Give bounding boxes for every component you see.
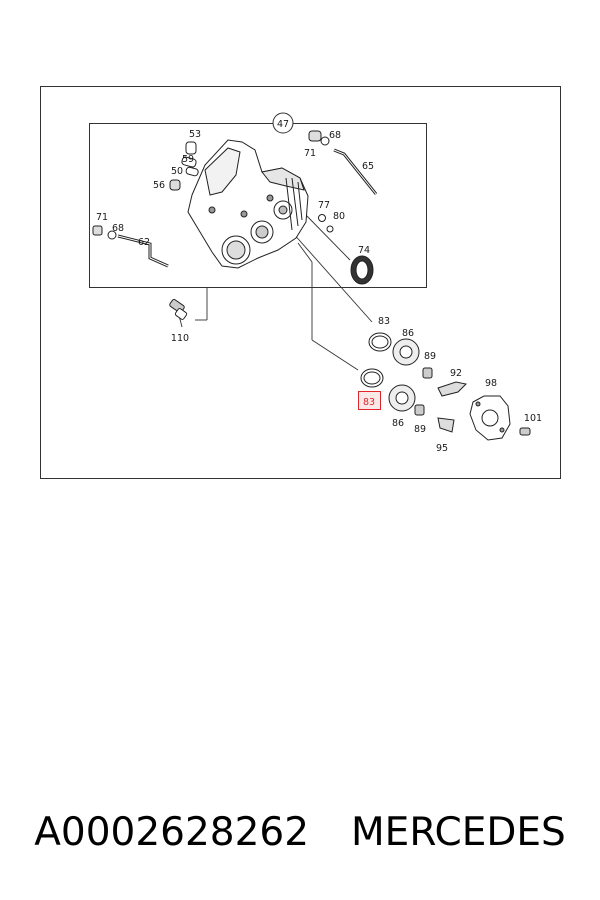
callout-86-upper[interactable]: 86 <box>402 328 414 339</box>
callout-53[interactable]: 53 <box>189 129 201 140</box>
housing-part <box>187 139 309 269</box>
callout-89-upper[interactable]: 89 <box>424 351 436 362</box>
callout-68-lower[interactable]: 68 <box>112 223 124 234</box>
diagram-frame <box>40 86 561 479</box>
bearing-parts <box>360 332 531 441</box>
part-number: A0002628262 <box>34 809 310 855</box>
callout-65[interactable]: 65 <box>362 161 374 172</box>
callout-74[interactable]: 74 <box>358 245 370 256</box>
callout-95[interactable]: 95 <box>436 443 448 454</box>
callout-71-lower[interactable]: 71 <box>96 212 108 223</box>
callout-62[interactable]: 62 <box>138 237 150 248</box>
assembly-group-box <box>89 123 427 288</box>
callout-47-circle <box>272 112 294 134</box>
callout-92[interactable]: 92 <box>450 368 462 379</box>
highlighted-callout-83[interactable]: 83 <box>358 391 381 410</box>
sensor-part <box>169 298 188 320</box>
callout-77[interactable]: 77 <box>318 200 330 211</box>
callout-68-upper[interactable]: 68 <box>329 130 341 141</box>
callout-98[interactable]: 98 <box>485 378 497 389</box>
parts-diagram: 47 53 59 50 56 71 68 65 71 68 62 77 80 7… <box>40 86 561 479</box>
callout-59[interactable]: 59 <box>182 154 194 165</box>
callout-110[interactable]: 110 <box>171 333 189 344</box>
callout-89-lower[interactable]: 89 <box>414 424 426 435</box>
callout-101[interactable]: 101 <box>524 413 542 424</box>
callout-56[interactable]: 56 <box>153 180 165 191</box>
highlight-box <box>358 391 381 410</box>
callout-86-lower[interactable]: 86 <box>392 418 404 429</box>
callout-83-upper[interactable]: 83 <box>378 316 390 327</box>
footer: A0002628262 MERCEDES <box>0 800 600 864</box>
small-parts-right <box>308 130 378 285</box>
brand-name: MERCEDES <box>351 809 566 855</box>
callout-71-upper[interactable]: 71 <box>304 148 316 159</box>
callout-83-highlighted[interactable]: 83 <box>363 397 375 408</box>
callout-labels: 47 53 59 50 56 71 68 65 71 68 62 77 80 7… <box>96 119 542 454</box>
callout-80[interactable]: 80 <box>333 211 345 222</box>
callout-47[interactable]: 47 <box>277 119 289 130</box>
callout-50[interactable]: 50 <box>171 166 183 177</box>
small-parts-left <box>92 141 199 268</box>
